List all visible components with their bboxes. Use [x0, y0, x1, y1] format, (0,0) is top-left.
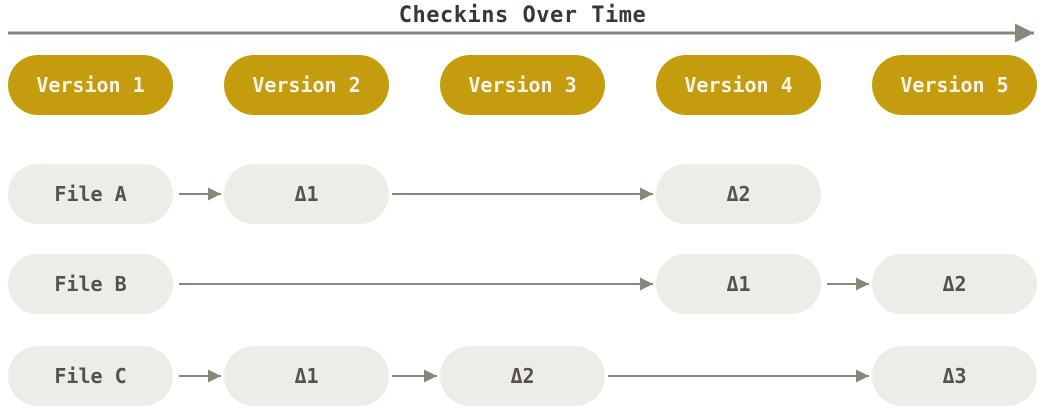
file-b-label: File B	[54, 272, 127, 296]
version-3-pill: Version 3	[440, 55, 605, 115]
file-b-delta-2-label: Δ2	[942, 272, 967, 296]
version-2-pill: Version 2	[224, 55, 389, 115]
version-3-label: Version 3	[468, 73, 577, 97]
file-a-delta-2-pill: Δ2	[656, 164, 821, 224]
file-a-delta-1-label: Δ1	[294, 182, 319, 206]
file-b-delta-1-pill: Δ1	[656, 254, 821, 314]
version-1-label: Version 1	[36, 73, 145, 97]
file-c-pill: File C	[8, 346, 173, 406]
version-1-pill: Version 1	[8, 55, 173, 115]
file-c-label: File C	[54, 364, 127, 388]
file-c-delta-3-pill: Δ3	[872, 346, 1037, 406]
version-5-pill: Version 5	[872, 55, 1037, 115]
file-b-delta-2-pill: Δ2	[872, 254, 1037, 314]
file-c-delta-2-pill: Δ2	[440, 346, 605, 406]
file-c-delta-3-label: Δ3	[942, 364, 967, 388]
file-c-delta-1-pill: Δ1	[224, 346, 389, 406]
file-b-pill: File B	[8, 254, 173, 314]
version-4-label: Version 4	[684, 73, 793, 97]
file-a-pill: File A	[8, 164, 173, 224]
version-4-pill: Version 4	[656, 55, 821, 115]
file-c-delta-2-label: Δ2	[510, 364, 535, 388]
file-a-delta-2-label: Δ2	[726, 182, 751, 206]
file-c-delta-1-label: Δ1	[294, 364, 319, 388]
file-a-label: File A	[54, 182, 127, 206]
file-a-delta-1-pill: Δ1	[224, 164, 389, 224]
version-5-label: Version 5	[900, 73, 1009, 97]
diagram-title: Checkins Over Time	[398, 3, 647, 28]
file-b-delta-1-label: Δ1	[726, 272, 751, 296]
version-2-label: Version 2	[252, 73, 361, 97]
